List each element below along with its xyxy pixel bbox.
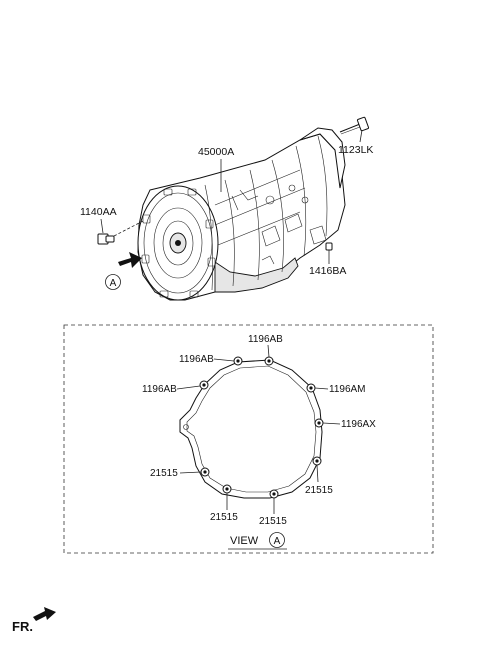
hole-1196ab-top — [264, 356, 274, 366]
view-a-frame — [63, 324, 434, 554]
hole-1196am — [306, 383, 316, 393]
hole-21515-right — [312, 456, 322, 466]
transmission-assembly — [137, 127, 346, 301]
front-label: FR. — [12, 619, 33, 634]
bolt-1123lk — [339, 116, 370, 135]
label-1196ab-top: 1196AB — [248, 334, 283, 345]
label-45000a: 45000A — [198, 146, 234, 158]
label-1196ax: 1196AX — [341, 419, 376, 430]
label-1123lk: 1123LK — [338, 144, 373, 156]
label-1196ab-left: 1196AB — [142, 384, 177, 395]
hole-1196ab-left — [199, 380, 209, 390]
label-21515-right: 21515 — [305, 485, 333, 496]
leader-1140aa — [100, 218, 104, 234]
hole-21515-bottom-left — [222, 484, 232, 494]
hole-21515-left — [200, 467, 210, 477]
bolt-1140aa-path — [113, 220, 144, 237]
hole-1196ab-top-left — [233, 356, 243, 366]
front-arrow-icon — [33, 607, 56, 621]
gasket-outline — [179, 359, 323, 499]
label-1140aa: 1140AA — [80, 206, 117, 218]
hole-21515-bottom-right — [269, 489, 279, 499]
ref-a-label: A — [110, 278, 117, 289]
gasket-bolt-holes — [199, 356, 324, 499]
plug-1416ba — [325, 242, 333, 251]
view-a-caption: VIEW A — [228, 532, 287, 550]
front-indicator: FR. — [12, 607, 56, 634]
hole-1196ax — [314, 418, 324, 428]
view-ref-label: A — [274, 536, 281, 547]
label-1196am: 1196AM — [329, 384, 366, 395]
label-21515-bottom-left: 21515 — [210, 512, 238, 523]
label-1196ab-top-left: 1196AB — [179, 354, 214, 365]
bolt-1140aa — [97, 233, 115, 245]
view-label: VIEW — [230, 535, 259, 547]
label-21515-bottom-right: 21515 — [259, 516, 287, 527]
label-1416ba: 1416BA — [309, 265, 346, 277]
label-21515-left: 21515 — [150, 468, 178, 479]
leader-1123lk — [359, 129, 363, 143]
view-a-arrow: A — [105, 252, 142, 290]
